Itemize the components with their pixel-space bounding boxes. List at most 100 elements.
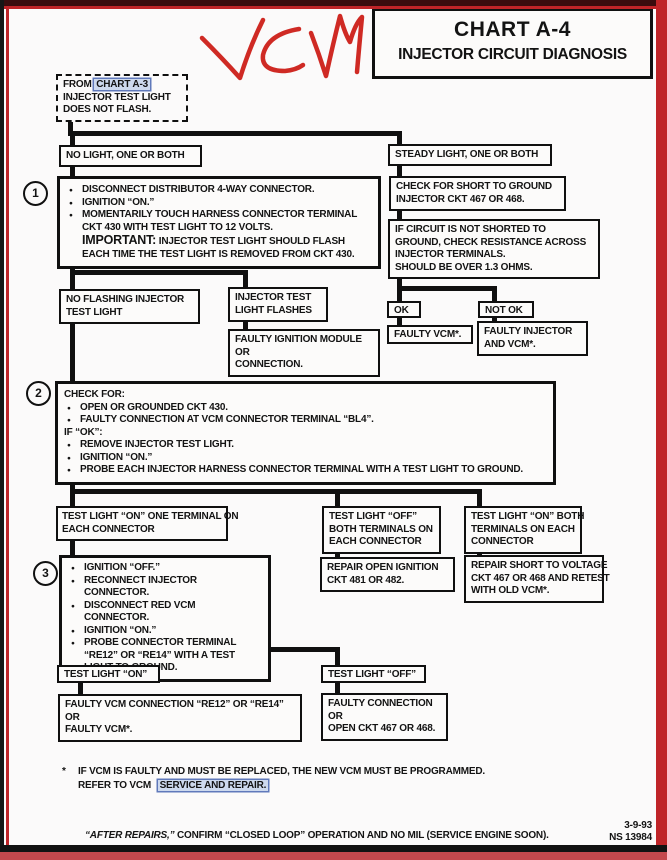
flashes-box: INJECTOR TEST LIGHT FLASHES bbox=[228, 287, 328, 322]
step2-item: PROBE EACH INJECTOR HARNESS CONNECTOR TE… bbox=[64, 464, 547, 477]
connector bbox=[70, 489, 482, 494]
test-on-label: TEST LIGHT “ON” bbox=[57, 665, 160, 683]
step3-list: IGNITION “OFF.” RECONNECT INJECTOR CONNE… bbox=[68, 562, 262, 675]
start-node: FROM CHART A-3 INJECTOR TEST LIGHT DOES … bbox=[56, 74, 188, 122]
not-ok-text: NOT OK bbox=[485, 305, 523, 316]
branch-line: BOTH TERMINALS ON bbox=[329, 523, 433, 535]
connector bbox=[68, 115, 73, 136]
repair-short-line: REPAIR SHORT TO VOLTAGE bbox=[471, 560, 608, 571]
branch-line: EACH CONNECTOR bbox=[329, 536, 422, 547]
if-circuit-line: IF CIRCUIT IS NOT SHORTED TO bbox=[395, 224, 546, 235]
step2-item: IGNITION “ON.” bbox=[64, 452, 547, 465]
faulty-conn-line: OR bbox=[328, 710, 343, 722]
repair-open-line: REPAIR OPEN IGNITION bbox=[327, 562, 439, 573]
flashes-line: LIGHT FLASHES bbox=[235, 304, 312, 316]
faulty-conn-line: FAULTY CONNECTION bbox=[328, 698, 433, 709]
service-and-repair-link[interactable]: SERVICE AND REPAIR. bbox=[157, 780, 269, 791]
repair-short-box: REPAIR SHORT TO VOLTAGE CKT 467 OR 468 A… bbox=[464, 555, 610, 603]
no-flashing-line: TEST LIGHT bbox=[66, 306, 123, 318]
doc-date-number: 3-9-93 NS 13984 bbox=[580, 820, 652, 844]
step2-number: 2 bbox=[26, 381, 51, 406]
faulty-vcm-conn-line: OR bbox=[65, 711, 80, 723]
test-off-text: TEST LIGHT “OFF” bbox=[328, 669, 416, 680]
page-subtitle: INJECTOR CIRCUIT DIAGNOSIS bbox=[398, 46, 627, 63]
after-repairs-italic: “AFTER REPAIRS,” bbox=[85, 830, 175, 841]
branch-on-both-label: TEST LIGHT “ON” BOTH TERMINALS ON EACH C… bbox=[464, 506, 585, 554]
faulty-vcm-conn-box: FAULTY VCM CONNECTION “RE12” OR “RE14” O… bbox=[58, 694, 302, 742]
chart-a3-link[interactable]: CHART A-3 bbox=[94, 79, 150, 90]
important-label: IMPORTANT: bbox=[82, 233, 157, 247]
no-flashing-line: NO FLASHING INJECTOR bbox=[66, 294, 185, 305]
step1-list: DISCONNECT DISTRIBUTOR 4-WAY CONNECTOR. … bbox=[66, 184, 372, 234]
steady-light-label: STEADY LIGHT, ONE OR BOTH bbox=[388, 144, 552, 166]
faulty-ignition-line: OR bbox=[235, 346, 250, 358]
branch-line: TEST LIGHT “ON” BOTH bbox=[471, 511, 585, 522]
steady-light-text: STEADY LIGHT, ONE OR BOTH bbox=[395, 149, 539, 160]
step1-number: 1 bbox=[23, 181, 48, 206]
step3-number: 3 bbox=[33, 561, 58, 586]
step3-item: RECONNECT INJECTOR CONNECTOR. bbox=[68, 575, 262, 600]
doc-date: 3-9-93 bbox=[624, 820, 652, 831]
footnote-marker: * bbox=[62, 766, 66, 777]
step1-item: DISCONNECT DISTRIBUTOR 4-WAY CONNECTOR. bbox=[66, 184, 372, 197]
faulty-ignition-line: CONNECTION. bbox=[235, 359, 303, 370]
footnote-prefix: REFER TO VCM bbox=[78, 780, 151, 791]
repair-short-line: CKT 467 OR 468 AND RETEST bbox=[471, 572, 610, 584]
connector bbox=[70, 270, 248, 275]
step2-check-list: OPEN OR GROUNDED CKT 430. FAULTY CONNECT… bbox=[64, 402, 547, 427]
no-light-label: NO LIGHT, ONE OR BOTH bbox=[59, 145, 202, 167]
step3-item: IGNITION “ON.” bbox=[68, 625, 262, 638]
faulty-vcm-conn-line: FAULTY VCM CONNECTION “RE12” OR “RE14” bbox=[65, 699, 284, 710]
page-title: CHART A-4 bbox=[454, 18, 571, 41]
step2-item: OPEN OR GROUNDED CKT 430. bbox=[64, 402, 547, 415]
not-ok-label: NOT OK bbox=[478, 301, 534, 318]
title-box: CHART A-4 INJECTOR CIRCUIT DIAGNOSIS bbox=[372, 8, 653, 79]
faulty-ignition-box: FAULTY IGNITION MODULE OR CONNECTION. bbox=[228, 329, 380, 377]
branch-on-one-label: TEST LIGHT “ON” ONE TERMINAL ON EACH CON… bbox=[56, 506, 239, 541]
if-circuit-line: GROUND, CHECK RESISTANCE ACROSS bbox=[395, 236, 587, 248]
faulty-vcm-text: FAULTY VCM*. bbox=[394, 329, 462, 340]
step1-item: MOMENTARILY TOUCH HARNESS CONNECTOR TERM… bbox=[66, 209, 372, 234]
step1-item: IGNITION “ON.” bbox=[66, 197, 372, 210]
if-circuit-line: INJECTOR TERMINALS. bbox=[395, 249, 506, 260]
step3-item: IGNITION “OFF.” bbox=[68, 562, 262, 575]
start-line2: INJECTOR TEST LIGHT bbox=[63, 91, 171, 103]
faulty-vcm-conn-line: FAULTY VCM*. bbox=[65, 724, 133, 735]
page-border-left-black bbox=[0, 0, 4, 860]
test-on-text: TEST LIGHT “ON” bbox=[64, 669, 148, 680]
connector bbox=[68, 131, 402, 136]
branch-off-both-label: TEST LIGHT “OFF” BOTH TERMINALS ON EACH … bbox=[322, 506, 441, 554]
repair-open-box: REPAIR OPEN IGNITION CKT 481 OR 482. bbox=[320, 557, 455, 592]
footnote-line1: IF VCM IS FAULTY AND MUST BE REPLACED, T… bbox=[78, 766, 485, 777]
faulty-conn-box: FAULTY CONNECTION OR OPEN CKT 467 OR 468… bbox=[321, 693, 448, 741]
start-line1: FROM CHART A-3 bbox=[63, 79, 181, 92]
step2-item: REMOVE INJECTOR TEST LIGHT. bbox=[64, 439, 547, 452]
check-short-box: CHECK FOR SHORT TO GROUND INJECTOR CKT 4… bbox=[389, 176, 566, 211]
handwritten-vcm-annotation bbox=[199, 13, 365, 81]
footnote-line2: REFER TO VCM SERVICE AND REPAIR. bbox=[78, 779, 269, 792]
ok-label: OK bbox=[387, 301, 421, 318]
faulty-injector-line: FAULTY INJECTOR bbox=[484, 326, 573, 337]
if-circuit-box: IF CIRCUIT IS NOT SHORTED TO GROUND, CHE… bbox=[388, 219, 600, 279]
page-border-top-dark bbox=[0, 0, 667, 6]
faulty-ignition-line: FAULTY IGNITION MODULE bbox=[235, 334, 362, 345]
repair-open-line: CKT 481 OR 482. bbox=[327, 574, 405, 586]
branch-line: TERMINALS ON EACH bbox=[471, 523, 575, 535]
page-border-bottom-black bbox=[0, 845, 667, 852]
step2-box: CHECK FOR: OPEN OR GROUNDED CKT 430. FAU… bbox=[55, 381, 556, 485]
ok-text: OK bbox=[394, 305, 409, 316]
step2-ok-list: REMOVE INJECTOR TEST LIGHT. IGNITION “ON… bbox=[64, 439, 547, 477]
no-light-text: NO LIGHT, ONE OR BOTH bbox=[66, 150, 185, 161]
page-border-left-red bbox=[6, 9, 9, 854]
start-prefix: FROM bbox=[63, 79, 92, 90]
faulty-injector-line: AND VCM*. bbox=[484, 338, 536, 350]
step3-box: IGNITION “OFF.” RECONNECT INJECTOR CONNE… bbox=[59, 555, 271, 682]
no-flashing-box: NO FLASHING INJECTOR TEST LIGHT bbox=[59, 289, 200, 324]
if-circuit-line: SHOULD BE OVER 1.3 OHMS. bbox=[395, 261, 533, 273]
branch-line: EACH CONNECTOR bbox=[62, 523, 155, 535]
after-repairs-note: “AFTER REPAIRS,” CONFIRM “CLOSED LOOP” O… bbox=[85, 829, 549, 842]
check-short-line: CHECK FOR SHORT TO GROUND bbox=[396, 181, 552, 192]
step2-check-for: CHECK FOR: bbox=[64, 389, 125, 400]
step2-if-ok: IF “OK”: bbox=[64, 426, 103, 438]
